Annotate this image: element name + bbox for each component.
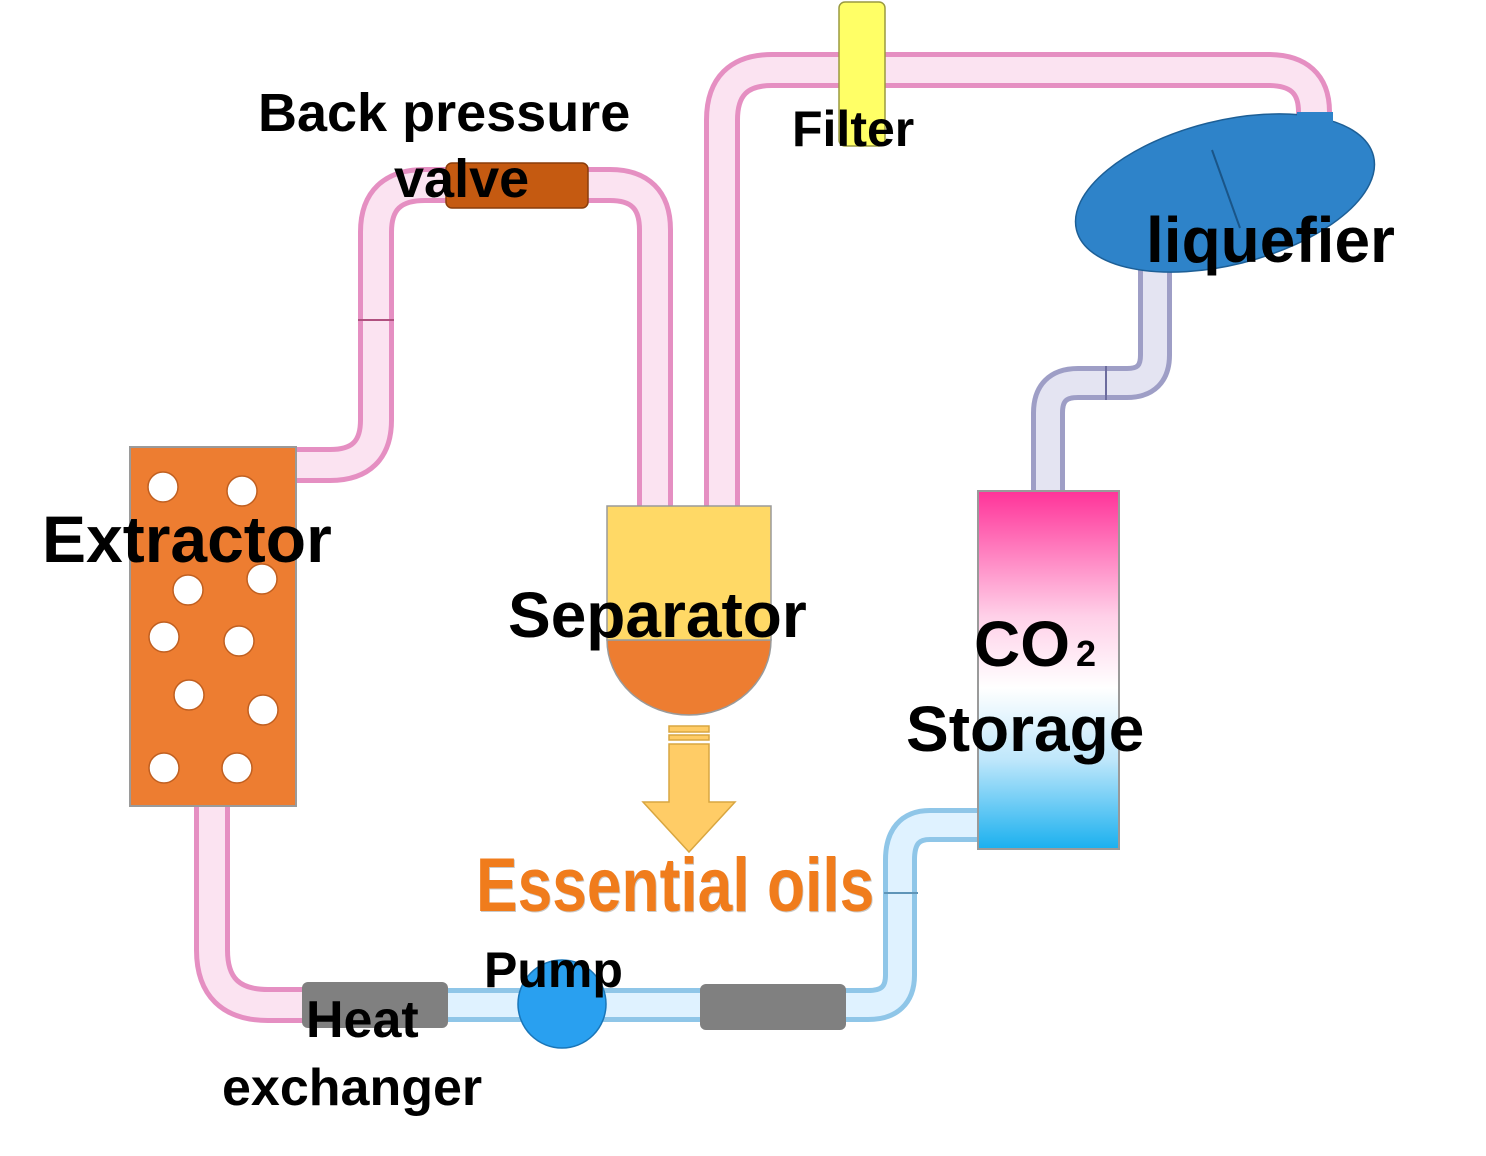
label-co2-main: CO <box>974 608 1070 680</box>
filter <box>838 1 886 147</box>
label-co2-subscript: 2 <box>1076 633 1097 674</box>
extractor <box>129 446 297 807</box>
label-essential-oils: Essential oils <box>476 843 875 928</box>
heat-exchanger-right <box>700 984 846 1030</box>
label-storage: Storage <box>906 693 1145 765</box>
label-pump: Pump <box>484 942 623 998</box>
lavender-pipe <box>1031 262 1172 492</box>
pink-pipes <box>194 52 1332 1023</box>
back-pressure-valve <box>445 162 589 209</box>
separator <box>606 505 772 716</box>
label-back-pressure-line2: valve <box>394 149 530 209</box>
label-filter: Filter <box>792 101 915 157</box>
label-heat-exchanger-line2: exchanger <box>222 1059 483 1117</box>
label-back-pressure-line1: Back pressure <box>258 83 631 143</box>
essential-oils-arrow <box>641 725 737 854</box>
label-separator: Separator <box>508 579 807 651</box>
co2-storage <box>977 490 1120 850</box>
label-extractor: Extractor <box>42 502 332 576</box>
label-liquefier: liquefier <box>1146 204 1395 276</box>
heat-exchanger <box>302 982 448 1028</box>
blue-pipe <box>446 808 978 1022</box>
pipe-joints <box>358 319 1107 894</box>
label-heat-exchanger-line1: Heat <box>306 991 419 1049</box>
pump <box>517 959 607 1049</box>
liquefier <box>1074 112 1376 273</box>
